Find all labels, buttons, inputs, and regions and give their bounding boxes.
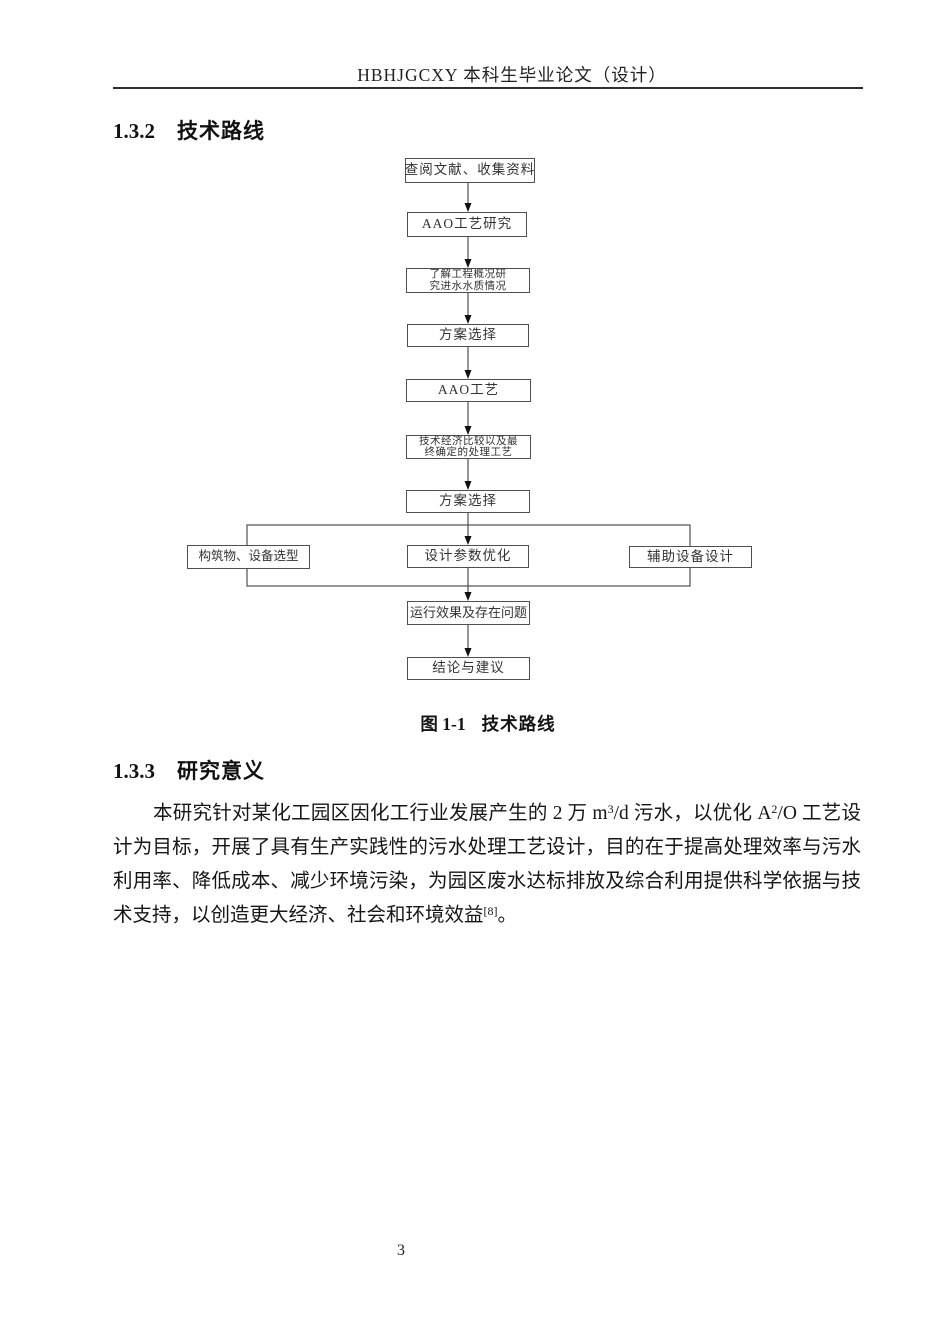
arrowheads <box>464 203 472 657</box>
flow-node-scheme-select-2: 方案选择 <box>406 490 530 513</box>
figure-caption-number: 图 1-1 <box>420 714 466 734</box>
paragraph-text: 本研究针对某化工园区因化工行业发展产生的 2 万 m <box>153 803 608 824</box>
figure-caption: 图 1-1 技术路线 <box>113 711 863 736</box>
flow-node-label-line2: 究进水水质情况 <box>429 280 507 292</box>
flow-node-aao-research: AAO工艺研究 <box>407 212 527 237</box>
page-number: 3 <box>397 1242 405 1259</box>
flow-node-label: AAO工艺研究 <box>421 216 513 232</box>
page-header-title: HBHJGCXY 本科生毕业论文（设计） <box>357 65 667 85</box>
flow-node-label: 运行效果及存在问题 <box>409 605 527 621</box>
flow-node-auxiliary-equipment: 辅助设备设计 <box>629 546 752 568</box>
flow-node-aao-process: AAO工艺 <box>406 379 531 402</box>
flow-node-label-line2: 终确定的处理工艺 <box>424 447 513 458</box>
flow-node-literature: 查阅文献、收集资料 <box>405 158 535 183</box>
flow-node-operation-effect: 运行效果及存在问题 <box>407 601 530 625</box>
header-divider <box>113 87 863 89</box>
flow-node-scheme-select-1: 方案选择 <box>407 324 529 347</box>
flow-node-structures-equipment: 构筑物、设备选型 <box>187 545 310 569</box>
flow-node-label: 方案选择 <box>439 327 497 343</box>
flow-node-label: AAO工艺 <box>437 382 500 398</box>
flow-node-conclusion: 结论与建议 <box>407 657 530 680</box>
flow-node-label-line1: 技术经济比较以及最 <box>419 435 518 447</box>
flow-node-label: 方案选择 <box>439 493 497 509</box>
paragraph-text: 。 <box>497 905 518 926</box>
flow-node-param-optimize: 设计参数优化 <box>407 545 529 568</box>
flow-node-label: 设计参数优化 <box>424 548 512 564</box>
flow-node-tech-economy: 技术经济比较以及最 终确定的处理工艺 <box>406 435 531 459</box>
superscript-2: 2 <box>771 802 778 816</box>
citation-ref-8: [8] <box>483 904 498 918</box>
flow-node-label-line1: 了解工程概况研 <box>429 269 507 280</box>
heading-title: 研究意义 <box>177 760 265 783</box>
heading-title: 技术路线 <box>177 120 265 143</box>
flow-node-project-overview: 了解工程概况研 究进水水质情况 <box>406 268 530 293</box>
heading-number: 1.3.2 <box>113 119 155 143</box>
research-significance-paragraph: 本研究针对某化工园区因化工行业发展产生的 2 万 m3/d 污水，以优化 A2/… <box>113 797 861 933</box>
figure-caption-title: 技术路线 <box>481 714 556 734</box>
flow-node-label: 查阅文献、收集资料 <box>404 162 536 178</box>
paragraph-text: /O 工艺设计为目标，开展了具有生产实践性的污水处理工艺设计，目的在于提高处理效… <box>113 803 861 926</box>
paragraph-text: /d 污水，以优化 A <box>613 803 772 824</box>
flow-node-label: 结论与建议 <box>432 660 505 676</box>
heading-number: 1.3.3 <box>113 759 155 783</box>
superscript-3: 3 <box>607 802 614 816</box>
heading-1-3-2: 1.3.2 技术路线 <box>113 115 265 145</box>
flow-node-label: 构筑物、设备选型 <box>198 549 299 564</box>
flow-node-label: 辅助设备设计 <box>647 548 734 564</box>
heading-1-3-3: 1.3.3 研究意义 <box>113 755 265 785</box>
